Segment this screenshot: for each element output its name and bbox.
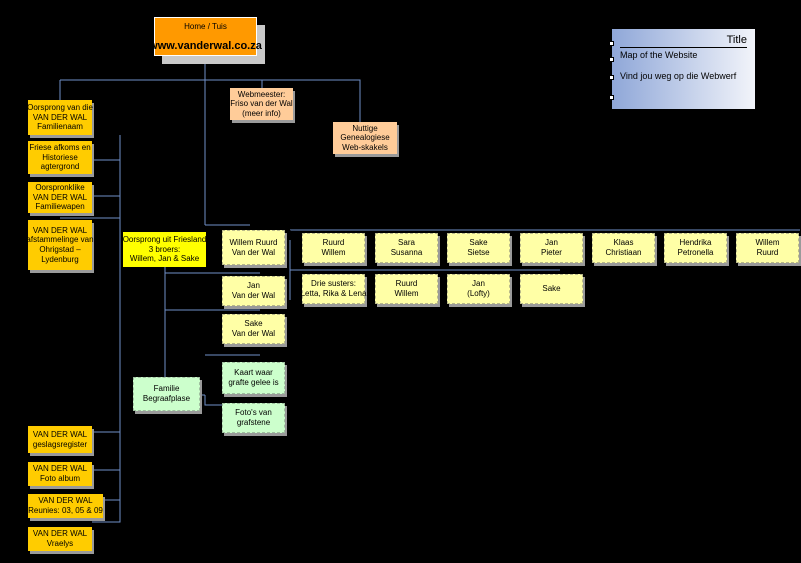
link-main-col	[92, 135, 121, 523]
legend-line-2: Vind jou weg op die Webwerf	[620, 71, 737, 81]
home-title: Home / Tuis	[184, 22, 227, 31]
node-webmeester[interactable]: Webmeester:Friso van der Wal(meer info)	[230, 88, 293, 120]
node-sake-single[interactable]: Sake	[520, 274, 583, 304]
legend-box: Title Map of the Website Vind jou weg op…	[609, 29, 755, 109]
legend-line-1: Map of the Website	[620, 50, 698, 60]
node-drie-susters[interactable]: Drie susters:Letta, Rika & Lena	[301, 274, 366, 304]
legend-handle[interactable]	[609, 57, 614, 62]
legend-handle[interactable]	[609, 41, 614, 46]
legend-divider	[620, 47, 747, 48]
legend-title: Title	[726, 34, 747, 46]
legend-handle[interactable]	[609, 75, 614, 80]
link-top-bar	[60, 79, 361, 122]
node-jan-lofty[interactable]: Jan(Lofty)	[447, 274, 510, 304]
home-url[interactable]: www.vanderwal.co.za	[149, 39, 262, 52]
legend-handle[interactable]	[609, 95, 614, 100]
home-node[interactable]: Home / Tuis www.vanderwal.co.za	[149, 17, 262, 56]
